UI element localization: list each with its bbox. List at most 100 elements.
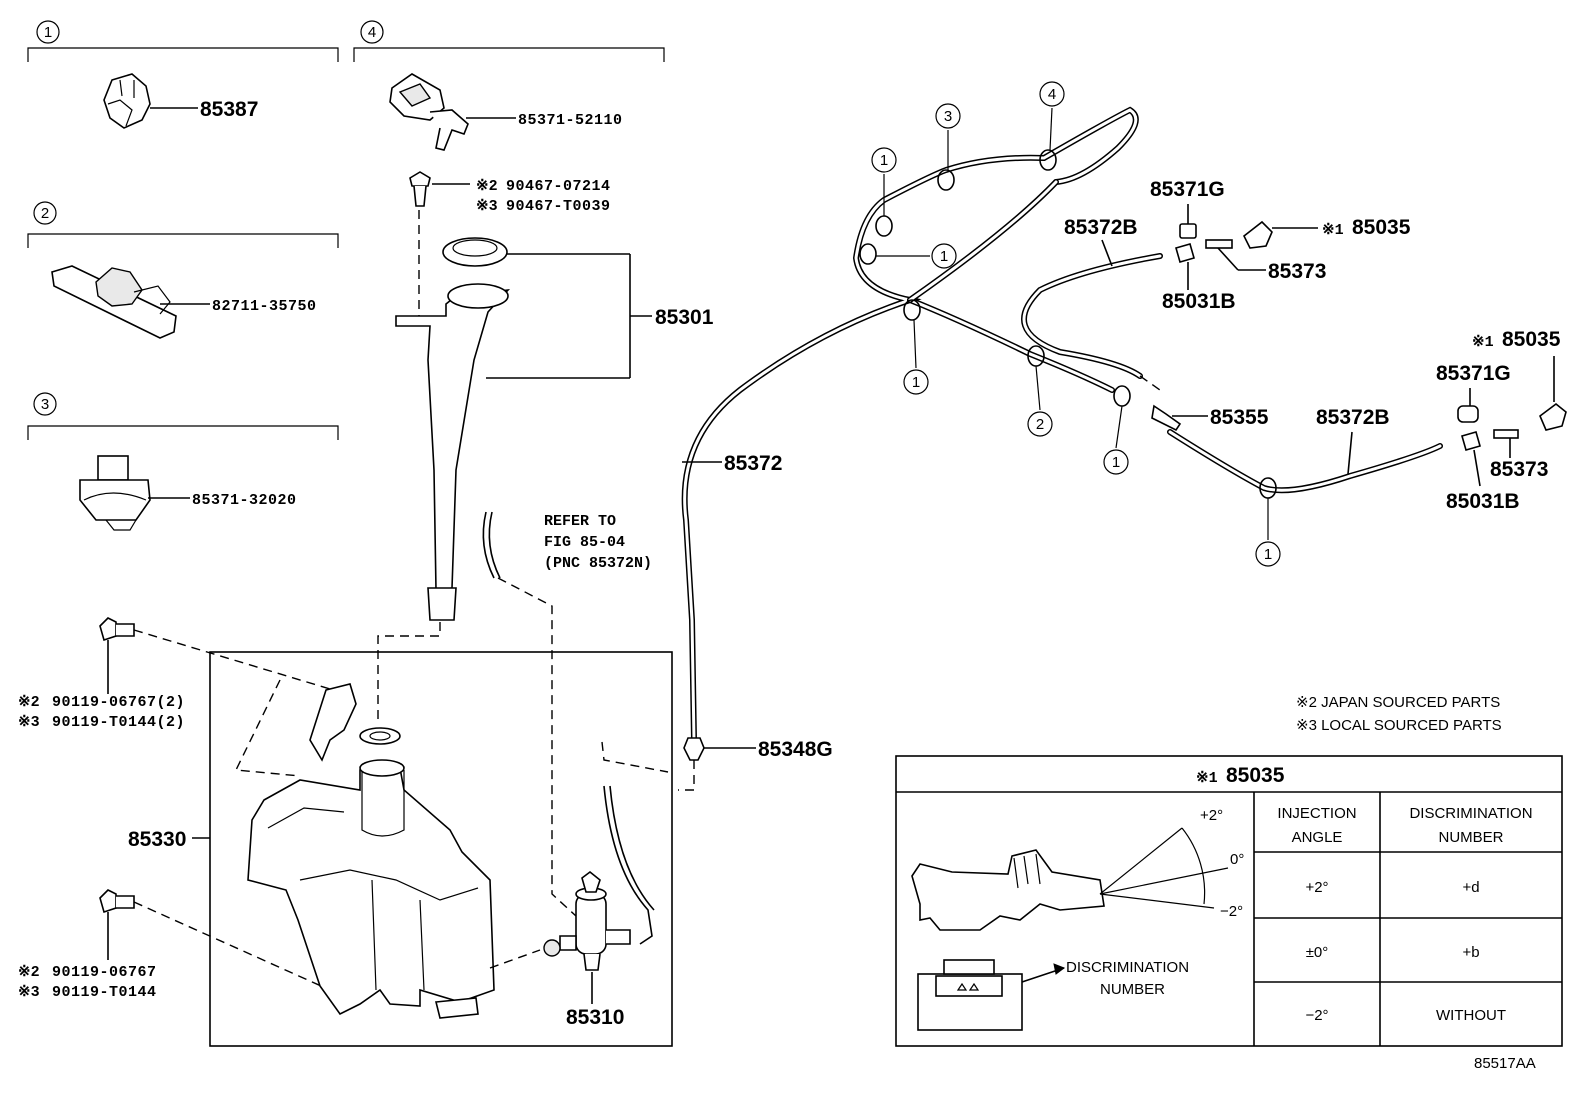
- mark-85035-upper: ※1: [1322, 222, 1344, 239]
- clip-82711-icon[interactable]: [51, 265, 177, 339]
- part-label-90119-T0144-2: 90119-T0144(2): [52, 714, 185, 731]
- group-3-number: 3: [41, 396, 49, 413]
- part-label-90119-06767: 90119-06767: [52, 964, 157, 981]
- bolt-90467: ※2 90467-07214 ※3 90467-T0039: [409, 171, 611, 318]
- legend-japan: ※2 JAPAN SOURCED PARTS: [1296, 694, 1500, 711]
- header-number: NUMBER: [1438, 829, 1503, 846]
- header-discrimination: DISCRIMINATION: [1409, 805, 1532, 822]
- part-label-90467-T0039: 90467-T0039: [506, 198, 611, 215]
- nozzle-85035-upper-icon[interactable]: [1242, 220, 1273, 249]
- group-1-number: 1: [44, 24, 52, 41]
- figure-id: 85517AA: [1474, 1055, 1536, 1072]
- refer-line-2: FIG 85-04: [544, 534, 625, 551]
- washer-tank-85330[interactable]: 85330: [128, 679, 495, 1019]
- clip-callout-1c: 1: [912, 374, 920, 391]
- part-label-85372B-lower: 85372B: [1316, 406, 1390, 429]
- filler-neck-85301[interactable]: 85301: [377, 237, 714, 720]
- part-label-85035-lower: 85035: [1502, 328, 1561, 351]
- washer-pump-85310[interactable]: 85310: [489, 741, 669, 1029]
- clip-85371-32020-icon[interactable]: [79, 455, 151, 531]
- disc-label-1: DISCRIMINATION: [1066, 959, 1189, 976]
- angle-plus-2: +2°: [1200, 807, 1223, 824]
- nozzle-85035-lower-icon[interactable]: [1539, 402, 1567, 431]
- row-2-number: +b: [1462, 944, 1479, 961]
- group-2-bracket: [27, 233, 339, 248]
- clip-callout-1e: 1: [1264, 546, 1272, 563]
- group-3: 3 85371-32020: [27, 392, 339, 531]
- group-4-number: 4: [368, 24, 376, 41]
- nozzle-side-view-icon: [911, 849, 1105, 931]
- clip-callout-3: 3: [944, 108, 952, 125]
- row-3-number: WITHOUT: [1436, 1007, 1506, 1024]
- bolt-90119-lower-icon[interactable]: [99, 889, 117, 914]
- tank-body-icon[interactable]: [247, 767, 495, 1016]
- clip-callout-1a: 1: [880, 152, 888, 169]
- part-label-85371G-lower: 85371G: [1436, 362, 1511, 385]
- mark-90119-upper-a: ※2: [18, 694, 40, 711]
- part-label-85348G: 85348G: [758, 738, 833, 761]
- refer-line-1: REFER TO: [544, 513, 616, 530]
- clip-callout-1b: 1: [940, 248, 948, 265]
- part-label-90467-07214: 90467-07214: [506, 178, 611, 195]
- check-valve-85031B-upper-icon[interactable]: [1175, 243, 1195, 263]
- bolt-90119-upper-icon[interactable]: [99, 617, 117, 642]
- clip-85371G-upper-icon[interactable]: [1179, 223, 1197, 239]
- mark-90119-lower-b: ※3: [18, 984, 40, 1001]
- mark-90467-a: ※2: [476, 178, 498, 195]
- group-4-bracket: [353, 47, 665, 62]
- row-1-angle: +2°: [1305, 879, 1328, 896]
- hose-85372[interactable]: [681, 106, 1139, 743]
- hose-85373-lower-icon[interactable]: [1493, 429, 1519, 439]
- clip-85371-52110-icon[interactable]: [389, 73, 469, 151]
- part-label-85387: 85387: [200, 98, 258, 121]
- clip-85371G-lower-icon[interactable]: [1457, 405, 1479, 423]
- part-label-85371G-upper: 85371G: [1150, 178, 1225, 201]
- mark-85035-lower: ※1: [1472, 334, 1494, 351]
- part-label-85355: 85355: [1210, 406, 1269, 429]
- mark-90119-lower-a: ※2: [18, 964, 40, 981]
- grommet-icon[interactable]: [359, 727, 401, 745]
- refer-note: REFER TO FIG 85-04 (PNC 85372N): [482, 511, 652, 917]
- filler-neck-icon[interactable]: [395, 288, 511, 591]
- part-label-85310: 85310: [566, 1006, 624, 1029]
- joint-85355-icon[interactable]: [1151, 404, 1182, 432]
- screw-90467-icon[interactable]: [409, 171, 431, 187]
- part-label-82711-35750: 82711-35750: [212, 298, 317, 315]
- nozzle-table: ※1 85035 INJECTION ANGLE DISCRIMINATION …: [895, 755, 1563, 1047]
- row-3-angle: −2°: [1305, 1007, 1328, 1024]
- legend-local: ※3 LOCAL SOURCED PARTS: [1296, 717, 1502, 734]
- part-label-85371-52110: 85371-52110: [518, 112, 623, 129]
- hose-85373-upper-icon[interactable]: [1205, 239, 1233, 249]
- table-title-mark: ※1: [1196, 770, 1218, 787]
- clip-callout-4: 4: [1048, 86, 1056, 103]
- group-1: 1 85387: [27, 20, 339, 129]
- clip-85387-icon[interactable]: [103, 73, 151, 129]
- hose-network: 1 3 4 1 1 1 2 1 85372 85348G 85355: [678, 81, 1567, 791]
- refer-line-3: (PNC 85372N): [544, 555, 652, 572]
- mark-90467-b: ※3: [476, 198, 498, 215]
- part-label-85373-lower: 85373: [1490, 458, 1548, 481]
- pump-motor-icon[interactable]: [575, 893, 607, 955]
- clip-callout-1d: 1: [1112, 454, 1120, 471]
- group-2: 2 82711-35750: [27, 201, 339, 339]
- filler-cap-icon[interactable]: [442, 237, 508, 267]
- group-2-number: 2: [41, 205, 49, 222]
- part-label-85301: 85301: [655, 306, 714, 329]
- row-2-angle: ±0°: [1306, 944, 1329, 961]
- nozzle-angle-illustration: +2° 0° −2° DISCRIMINATION NUMBER: [911, 807, 1244, 1031]
- part-label-85371-32020: 85371-32020: [192, 492, 297, 509]
- connector-85348G-icon[interactable]: [683, 737, 705, 761]
- group-1-bracket: [27, 47, 339, 62]
- disc-label-2: NUMBER: [1100, 981, 1165, 998]
- bolt-90119-lower: ※2 90119-06767 ※3 90119-T0144: [18, 889, 331, 1001]
- pump-grommet-icon[interactable]: [543, 939, 561, 957]
- check-valve-85031B-lower-icon[interactable]: [1461, 431, 1481, 451]
- angle-minus-2: −2°: [1220, 903, 1243, 920]
- header-injection: INJECTION: [1277, 805, 1356, 822]
- table-title-part: 85035: [1226, 764, 1285, 787]
- part-label-85035-upper: 85035: [1352, 216, 1411, 239]
- part-label-85031B-lower: 85031B: [1446, 490, 1520, 513]
- group-4: 4 85371-52110: [353, 20, 665, 151]
- tank-assembly-frame: [209, 651, 673, 1047]
